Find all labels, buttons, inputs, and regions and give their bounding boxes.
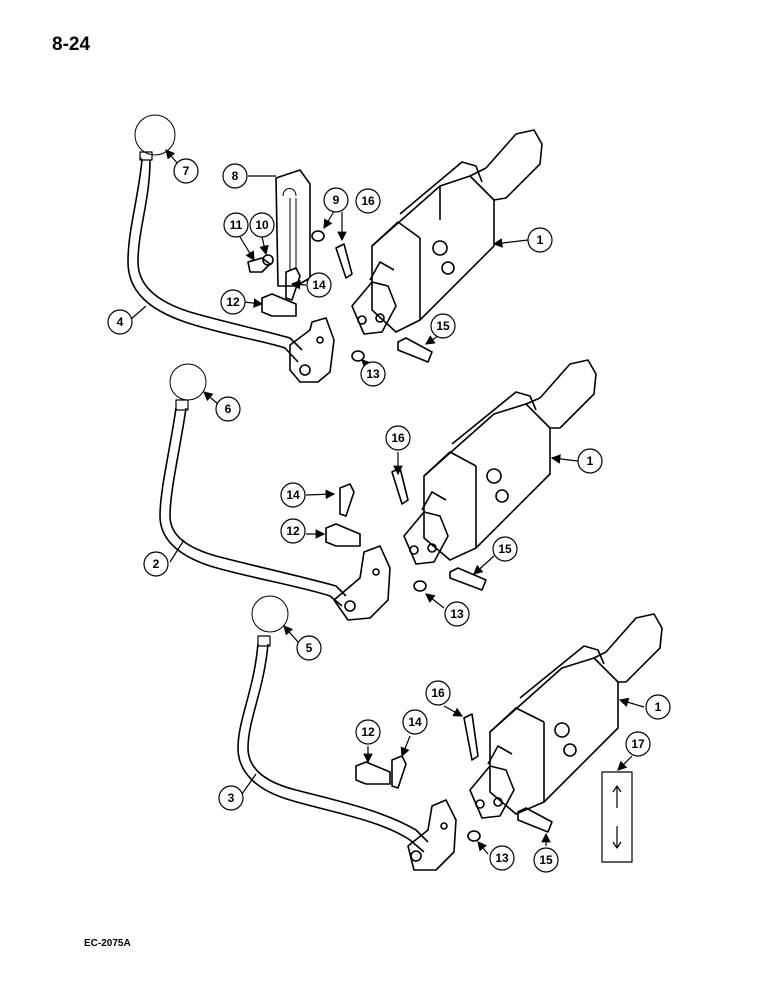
- lever-bracket-4: [289, 317, 335, 383]
- svg-text:14: 14: [312, 278, 326, 292]
- callout-13: 13: [489, 845, 515, 871]
- svg-text:8: 8: [232, 169, 239, 183]
- lever-2: [159, 407, 347, 607]
- lever-bracket-2: [333, 545, 391, 621]
- svg-text:13: 13: [450, 607, 464, 621]
- svg-text:1: 1: [655, 700, 662, 714]
- callout-15: 15: [533, 847, 559, 873]
- callout-7: 7: [173, 158, 199, 184]
- svg-text:11: 11: [230, 218, 243, 232]
- callout-16: 16: [425, 680, 451, 706]
- pin-12: [325, 523, 361, 547]
- callout-15: 15: [492, 536, 518, 562]
- callout-9: 9: [323, 187, 349, 213]
- callout-5: 5: [296, 635, 322, 661]
- svg-text:14: 14: [408, 715, 422, 729]
- callout-2: 2: [143, 551, 169, 577]
- callout-4: 4: [107, 309, 133, 335]
- knob-7: [134, 114, 176, 156]
- assembly-group-bottom: [237, 595, 663, 871]
- valve-body-1: [351, 129, 543, 335]
- svg-text:1: 1: [587, 454, 594, 468]
- callout-15: 15: [430, 313, 456, 339]
- callout-1: 1: [577, 448, 603, 474]
- washer-13: [413, 580, 427, 592]
- callout-12: 12: [355, 719, 381, 745]
- svg-text:5: 5: [306, 641, 313, 655]
- pin-12: [355, 761, 391, 785]
- lever-3: [237, 643, 429, 853]
- svg-text:3: 3: [228, 791, 235, 805]
- svg-text:1: 1: [537, 233, 544, 247]
- svg-text:7: 7: [183, 164, 190, 178]
- pin-15: [517, 807, 553, 833]
- callout-14: 14: [280, 482, 306, 508]
- wing-nut-11: [247, 257, 271, 273]
- decal-17: [601, 771, 633, 863]
- svg-text:2: 2: [153, 557, 160, 571]
- svg-text:16: 16: [431, 686, 445, 700]
- valve-body-1: [469, 613, 663, 819]
- callout-6: 6: [215, 396, 241, 422]
- lever-4: [127, 157, 303, 363]
- callout-1: 1: [527, 227, 553, 253]
- page-number: 8-24: [52, 34, 91, 55]
- callout-1: 1: [645, 694, 671, 720]
- svg-text:6: 6: [225, 402, 232, 416]
- svg-text:15: 15: [539, 853, 553, 867]
- callout-10: 10: [249, 212, 275, 238]
- svg-text:15: 15: [498, 542, 512, 556]
- svg-text:9: 9: [333, 193, 340, 207]
- svg-text:13: 13: [495, 851, 509, 865]
- cotter-pin-14: [391, 755, 407, 789]
- callout-11: 11: [223, 212, 249, 238]
- callout-13: 13: [360, 361, 386, 387]
- valve-body-1: [403, 359, 597, 565]
- washer-13: [467, 830, 481, 842]
- callout-3: 3: [218, 785, 244, 811]
- callout-16: 16: [385, 425, 411, 451]
- pin-16: [463, 713, 479, 761]
- pin-15: [449, 567, 487, 591]
- washer-9: [311, 230, 325, 242]
- cotter-pin-14: [339, 483, 355, 517]
- pin-12: [261, 293, 297, 317]
- knob-5: [251, 595, 289, 633]
- assembly-group-top: [127, 114, 543, 383]
- pin-15: [397, 337, 433, 363]
- knob-6: [169, 363, 207, 401]
- callout-12: 12: [280, 518, 306, 544]
- callout-14: 14: [306, 272, 332, 298]
- callout-12: 12: [220, 289, 246, 315]
- svg-text:10: 10: [255, 218, 269, 232]
- callouts: 1 4 7 8 9 10 11 12 13 14 15 16 1 2 6 12 …: [107, 149, 671, 873]
- callout-17: 17: [625, 731, 651, 757]
- svg-text:17: 17: [631, 737, 645, 751]
- svg-text:16: 16: [391, 431, 405, 445]
- washer-13: [351, 350, 365, 362]
- pin-16: [391, 467, 409, 505]
- svg-text:4: 4: [117, 315, 124, 329]
- svg-text:12: 12: [286, 524, 300, 538]
- svg-text:15: 15: [436, 319, 450, 333]
- svg-text:14: 14: [286, 488, 300, 502]
- svg-text:12: 12: [226, 295, 240, 309]
- callout-8: 8: [222, 163, 248, 189]
- callout-14: 14: [402, 709, 428, 735]
- figure-code: EC-2075A: [84, 938, 131, 949]
- pin-16: [335, 243, 353, 279]
- svg-text:13: 13: [366, 367, 380, 381]
- callout-13: 13: [444, 601, 470, 627]
- callout-16: 16: [355, 188, 381, 214]
- assembly-group-middle: [159, 359, 597, 621]
- lever-bracket-3: [407, 799, 457, 871]
- svg-text:12: 12: [361, 725, 375, 739]
- svg-text:16: 16: [361, 194, 375, 208]
